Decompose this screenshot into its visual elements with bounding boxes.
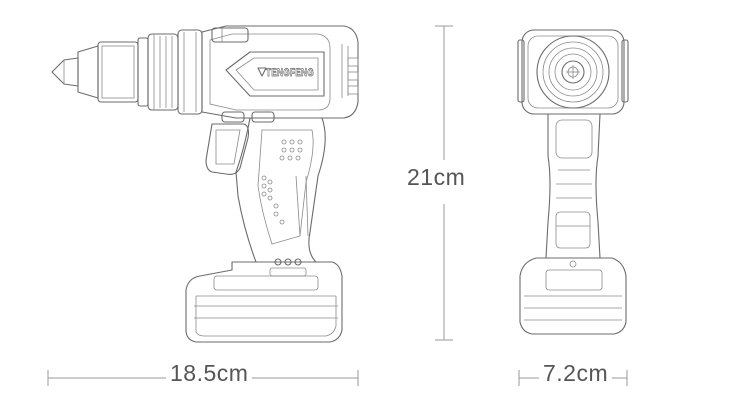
clutch-ring bbox=[147, 29, 203, 115]
trigger bbox=[205, 123, 250, 175]
front-handle bbox=[545, 113, 601, 259]
drill-front-view bbox=[517, 29, 629, 335]
motor-housing bbox=[201, 25, 359, 123]
width-label: 7.2cm bbox=[539, 360, 613, 387]
handle-grip bbox=[235, 117, 326, 263]
drill-side-view: TENGFENG bbox=[51, 25, 359, 343]
front-battery bbox=[519, 257, 627, 335]
chuck bbox=[77, 37, 149, 107]
chuck-front bbox=[536, 35, 610, 109]
height-dimension bbox=[435, 25, 453, 341]
drill-bit-tip bbox=[51, 57, 79, 87]
svg-text:TENGFENG: TENGFENG bbox=[266, 67, 314, 79]
brand-logo: TENGFENG bbox=[257, 67, 314, 79]
length-label: 18.5cm bbox=[166, 360, 253, 387]
height-label: 21cm bbox=[407, 164, 466, 191]
battery-pack bbox=[185, 261, 343, 343]
